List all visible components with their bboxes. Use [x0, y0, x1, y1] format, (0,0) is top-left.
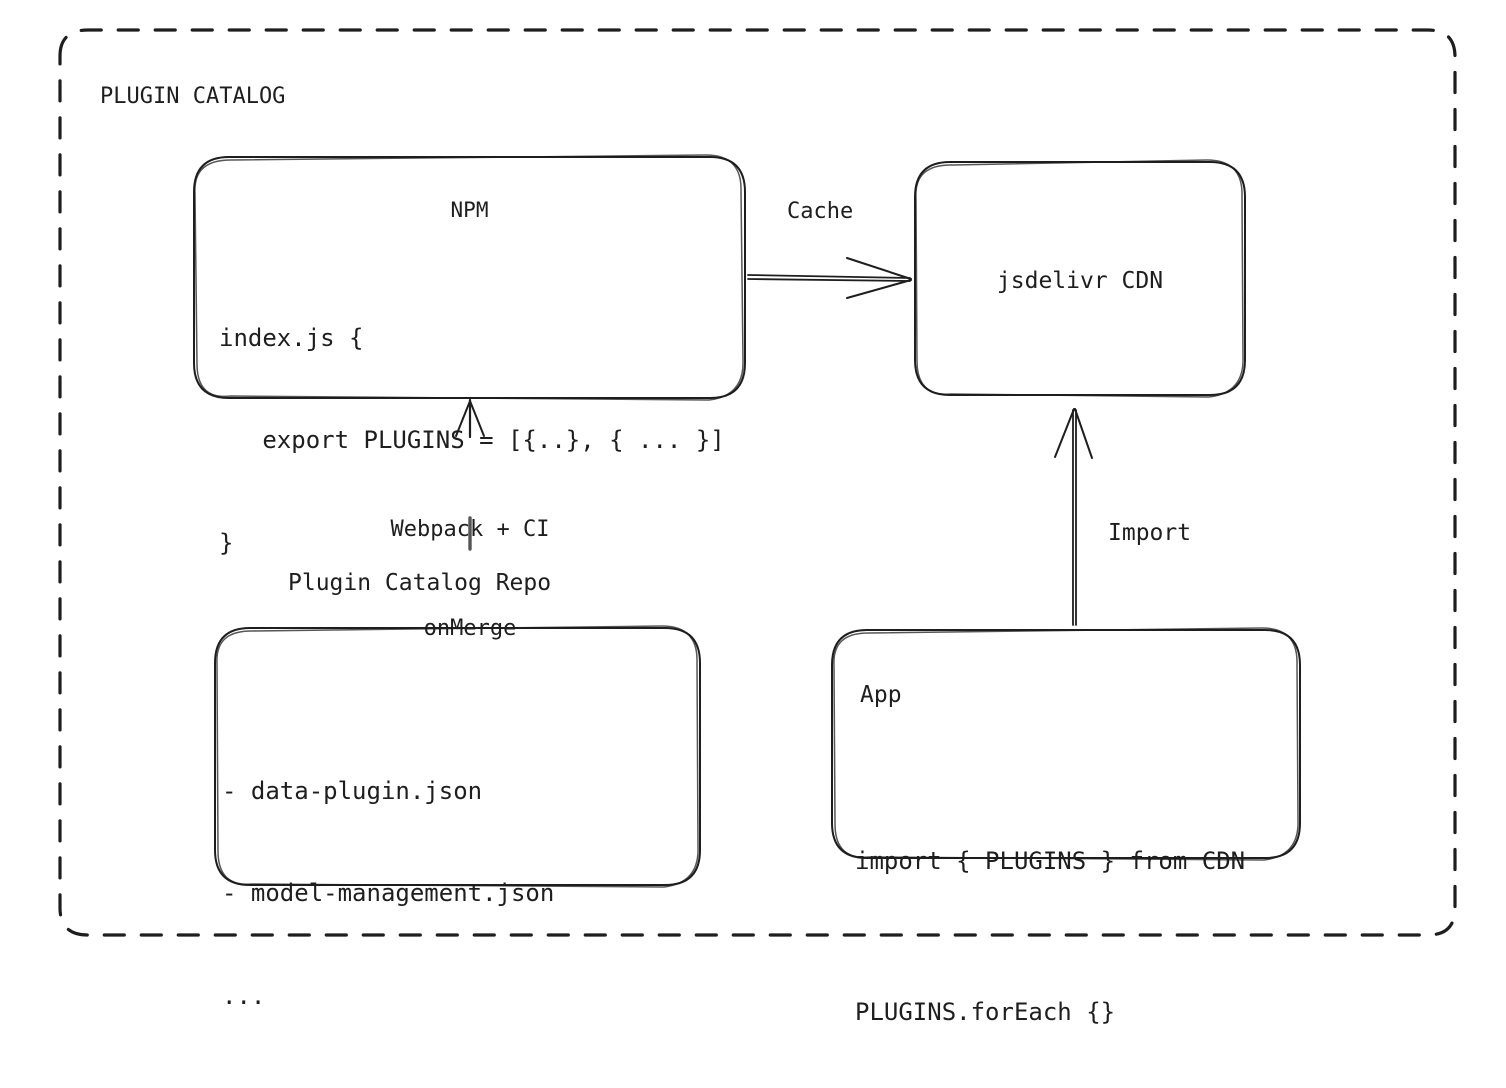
npm-code-line-1: index.js {: [219, 324, 364, 353]
edge-label-cache: Cache: [787, 199, 854, 224]
edge-label-build-line-1: Webpack + CI: [390, 517, 550, 542]
npm-code-block: index.js { export PLUGINS = [{..}, { ...…: [219, 253, 725, 594]
edge-build-arrow: [455, 398, 485, 551]
app-code-line-2: PLUGINS.forEach {}: [855, 997, 1116, 1026]
repo-file-item-1: - data-plugin.json: [222, 777, 483, 806]
repo-node-caption: Plugin Catalog Repo: [288, 570, 552, 596]
npm-node-title: NPM: [450, 198, 489, 222]
edge-label-import: Import: [1108, 520, 1192, 546]
node-repo-box[interactable]: [214, 625, 701, 888]
edge-cache-arrow: [747, 257, 912, 299]
app-node-title: App: [860, 682, 902, 708]
diagram-canvas: [58, 28, 1457, 937]
app-code-block: import { PLUGINS } from CDN PLUGINS.forE…: [855, 735, 1245, 1088]
repo-file-item-2: - model-management.json: [222, 879, 555, 908]
node-cdn-box[interactable]: [914, 159, 1246, 398]
edge-import-arrow: [1054, 408, 1093, 626]
node-npm-box[interactable]: [193, 154, 746, 401]
cdn-node-title: jsdelivr CDN: [996, 268, 1164, 294]
npm-code-line-3: }: [219, 528, 234, 557]
npm-code-line-2: export PLUGINS = [{..}, { ... }]: [219, 426, 725, 455]
node-app-box[interactable]: [831, 627, 1301, 861]
group-title: PLUGIN CATALOG: [100, 84, 286, 109]
repo-file-item-3: ...: [222, 981, 266, 1010]
app-code-line-1: import { PLUGINS } from CDN: [855, 846, 1246, 875]
edge-label-build-line-2: onMerge: [423, 616, 517, 641]
group-container-plugin-catalog: [58, 28, 1457, 937]
repo-file-list: - data-plugin.json - model-management.js…: [222, 706, 554, 1047]
edge-label-build: Webpack + CI onMerge: [350, 447, 590, 678]
